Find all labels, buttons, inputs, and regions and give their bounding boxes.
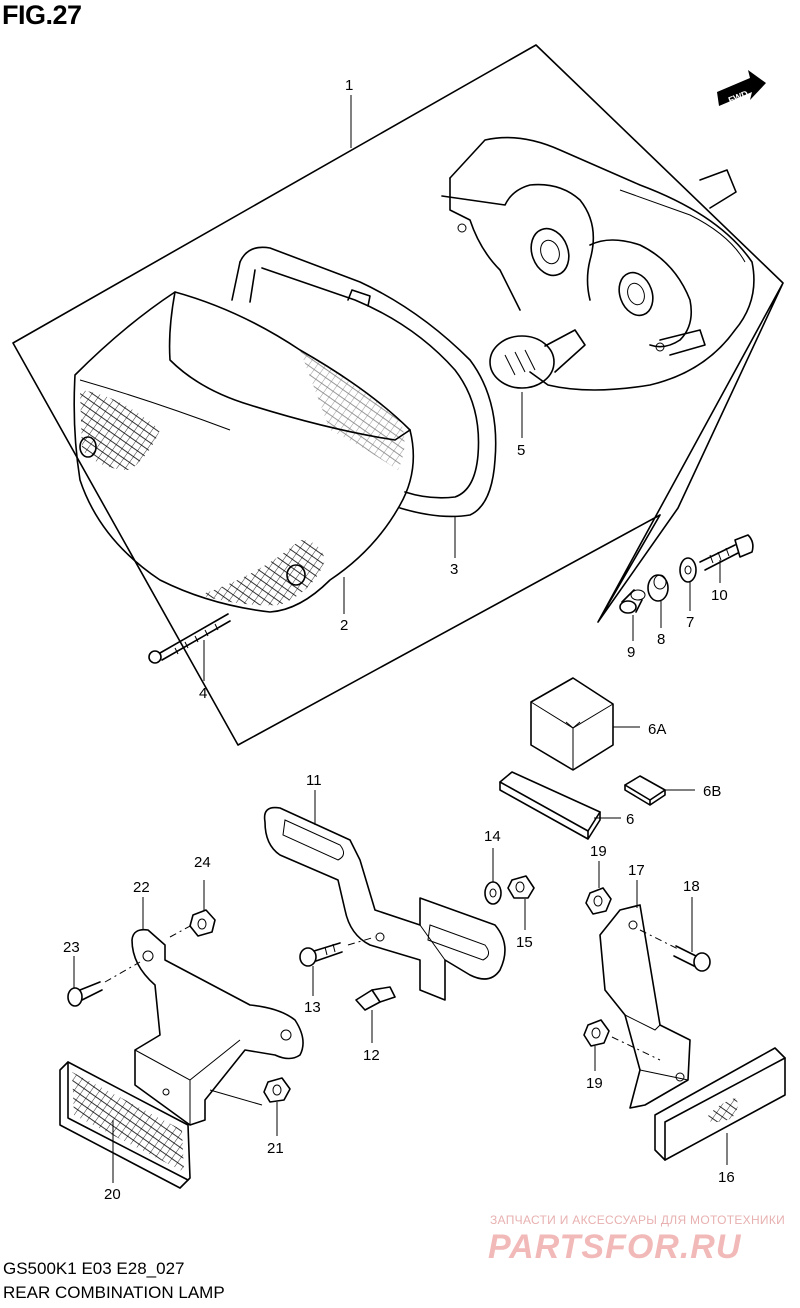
callout-6A: 6A bbox=[648, 721, 666, 738]
nut-15 bbox=[507, 875, 535, 899]
callout-11: 11 bbox=[306, 772, 322, 789]
bulb bbox=[489, 329, 586, 389]
bolt bbox=[699, 534, 754, 571]
figure-title: FIG.27 bbox=[2, 0, 82, 30]
callout-3: 3 bbox=[450, 561, 458, 578]
reflector-bracket bbox=[131, 924, 304, 1126]
cushion-block bbox=[530, 677, 614, 771]
callout-7: 7 bbox=[686, 614, 694, 631]
callout-10: 10 bbox=[711, 587, 728, 604]
callout-20: 20 bbox=[104, 1186, 121, 1203]
callout-18: 18 bbox=[683, 878, 700, 895]
lamp-lens bbox=[73, 291, 415, 613]
nut-19-top bbox=[585, 887, 612, 915]
fwd-arrow-icon: FWD bbox=[717, 70, 766, 106]
watermark-tagline: ЗАПЧАСТИ И АКСЕССУАРЫ ДЛЯ МОТОТЕХНИКИ bbox=[490, 1213, 786, 1227]
callout-15: 15 bbox=[516, 934, 533, 951]
screw bbox=[299, 936, 376, 967]
callout-17: 17 bbox=[628, 862, 645, 879]
screw-18 bbox=[673, 945, 711, 972]
callout-8: 8 bbox=[657, 631, 665, 648]
callout-24: 24 bbox=[194, 854, 211, 871]
callout-16: 16 bbox=[718, 1169, 735, 1186]
callout-14: 14 bbox=[484, 828, 501, 845]
watermark-logo: PARTSFOR.RU bbox=[488, 1228, 742, 1266]
lamp-bracket bbox=[263, 806, 506, 1001]
washer bbox=[679, 557, 697, 583]
rubber-nut bbox=[355, 986, 396, 1011]
right-bracket bbox=[599, 904, 691, 1109]
long-screw bbox=[148, 613, 231, 664]
callouts: 1 5 3 2 4 9 8 7 10 6A 6B 6 11 14 15 13 1… bbox=[63, 77, 735, 1203]
assembly-boundary bbox=[12, 44, 784, 746]
washer-14 bbox=[484, 881, 502, 905]
leader-lines bbox=[73, 95, 728, 1183]
reflector-left bbox=[59, 1061, 191, 1189]
callout-6B: 6B bbox=[703, 783, 721, 800]
callout-1: 1 bbox=[345, 77, 353, 94]
callout-2: 2 bbox=[340, 617, 348, 634]
small-pad bbox=[624, 775, 666, 806]
lamp-gasket bbox=[231, 246, 497, 518]
callout-19-bottom: 19 bbox=[586, 1075, 603, 1092]
foam-strip bbox=[499, 771, 601, 840]
collar bbox=[619, 589, 646, 614]
callout-12: 12 bbox=[363, 1047, 380, 1064]
part-name-caption: REAR COMBINATION LAMP bbox=[3, 1283, 225, 1302]
callout-22: 22 bbox=[133, 879, 150, 896]
nut-24 bbox=[189, 909, 216, 937]
callout-5: 5 bbox=[517, 442, 525, 459]
callout-6: 6 bbox=[626, 811, 634, 828]
callout-19-top: 19 bbox=[590, 843, 607, 860]
callout-23: 23 bbox=[63, 939, 80, 956]
lamp-housing bbox=[441, 136, 755, 391]
callout-13: 13 bbox=[304, 999, 321, 1016]
nut-21 bbox=[209, 1077, 291, 1106]
callout-21: 21 bbox=[267, 1140, 284, 1157]
grommet bbox=[647, 574, 669, 602]
reflector-right bbox=[654, 1047, 786, 1161]
model-code-caption: GS500K1 E03 E28_027 bbox=[3, 1259, 185, 1278]
screw-23 bbox=[67, 961, 141, 1007]
nut-19-bottom bbox=[583, 1019, 610, 1047]
callout-9: 9 bbox=[627, 644, 635, 661]
callout-4: 4 bbox=[199, 685, 207, 702]
